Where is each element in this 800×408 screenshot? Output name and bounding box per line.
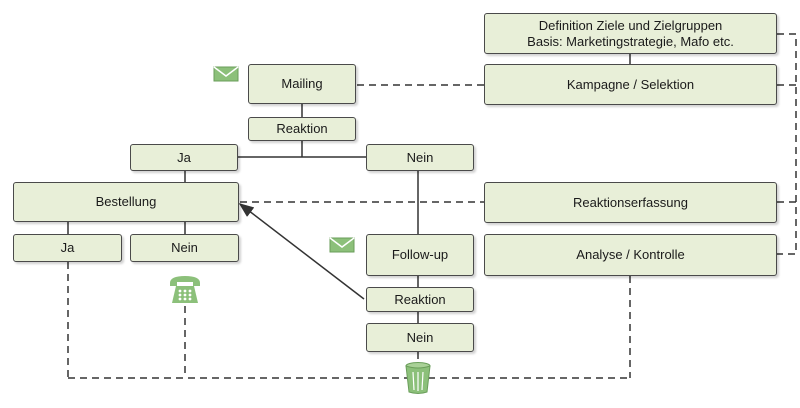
box-nein-top: Nein [366,144,474,171]
dashed-right-feedback [777,33,797,255]
box-analyse: Analyse / Kontrolle [484,234,777,276]
analyse-label: Analyse / Kontrolle [576,247,685,262]
box-reaktion-top: Reaktion [248,117,356,141]
definition-line1: Definition Ziele und Zielgruppen [538,17,723,33]
nein-final-label: Nein [406,329,434,345]
trash-bin-icon [405,362,431,394]
nein-bottom-label: Nein [171,240,198,255]
nein-top-label: Nein [406,149,434,165]
reaktion-top-label: Reaktion [276,121,328,136]
box-kampagne: Kampagne / Selektion [484,64,777,105]
arrow-reaktion-bestellung [238,203,365,300]
kampagne-label: Kampagne / Selektion [566,76,695,92]
bestellung-label: Bestellung [95,194,157,209]
box-nein-final: Nein [366,323,474,352]
ja-top-label: Ja [177,149,191,165]
box-mailing: Mailing [248,64,356,104]
envelope-icon [329,237,355,253]
box-ja-bottom: Ja [13,234,122,262]
reaktionserfassung-label: Reaktionserfassung [573,194,688,210]
definition-line2: Basis: Marketingstrategie, Mafo etc. [527,33,734,49]
box-followup: Follow-up [366,234,474,276]
ja-bottom-label: Ja [60,240,75,255]
box-definition: Definition Ziele und Zielgruppen Basis: … [484,13,777,54]
box-nein-bottom: Nein [130,234,239,262]
box-ja-top: Ja [130,144,238,171]
box-bestellung: Bestellung [13,182,239,222]
box-reaktion-bottom: Reaktion [366,287,474,312]
box-reaktionserfassung: Reaktionserfassung [484,182,777,223]
mailing-label: Mailing [281,76,323,91]
telephone-icon [170,276,200,303]
reaktion-bottom-label: Reaktion [394,291,446,307]
envelope-icon [213,66,239,82]
followup-label: Follow-up [391,247,449,262]
